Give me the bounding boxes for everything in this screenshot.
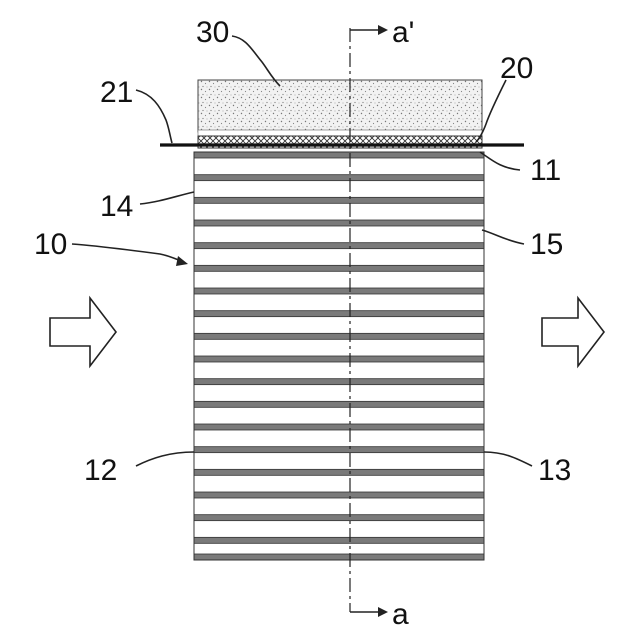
flow-channel [194, 271, 484, 288]
section-label-bottom: a [392, 598, 409, 631]
flow-channel [194, 226, 484, 243]
flow-channel [194, 385, 484, 402]
plate-stack-10 [194, 152, 484, 560]
flow-channel [194, 317, 484, 334]
label-13: 13 [538, 454, 571, 487]
plate [194, 175, 484, 181]
leader-15 [482, 230, 524, 244]
label-15: 15 [530, 228, 563, 261]
flow-channel [194, 407, 484, 424]
flow-channel [194, 203, 484, 220]
plate [194, 356, 484, 362]
plate [194, 447, 484, 453]
section-arrow-top-head [378, 25, 388, 35]
inlet-arrow [50, 298, 116, 366]
plate [194, 288, 484, 294]
plate [194, 515, 484, 521]
label-20: 20 [500, 52, 533, 85]
leader-10 [72, 244, 184, 262]
label-21: 21 [100, 76, 133, 109]
plate [194, 220, 484, 226]
flow-channel [194, 249, 484, 266]
section-label-top: a' [392, 16, 414, 49]
plate [194, 537, 484, 543]
top-block-30 [198, 80, 482, 132]
leader-11 [480, 152, 520, 170]
leader-30 [232, 36, 280, 86]
flow-channel [194, 453, 484, 470]
flow-channel [194, 339, 484, 356]
top-block-base-band [198, 130, 482, 136]
flow-channel [194, 475, 484, 492]
flow-channel [194, 362, 484, 379]
plate [194, 333, 484, 339]
flow-channel [194, 294, 484, 311]
leader-12 [136, 452, 194, 466]
plate [194, 379, 484, 385]
plate [194, 311, 484, 317]
leader-21 [136, 90, 172, 143]
flow-channel [194, 430, 484, 447]
flow-channel [194, 521, 484, 538]
label-11: 11 [530, 154, 561, 187]
label-14: 14 [100, 190, 133, 223]
label-30: 30 [196, 16, 229, 49]
section-arrow-bottom-head [378, 607, 388, 617]
leader-10-head [176, 256, 188, 266]
flow-channel [194, 158, 484, 175]
plate [194, 424, 484, 430]
plate [194, 401, 484, 407]
plate [194, 152, 484, 158]
plate [194, 265, 484, 271]
flow-channel [194, 498, 484, 515]
leader-14 [140, 192, 194, 204]
plate [194, 469, 484, 475]
plate [194, 554, 484, 560]
label-10: 10 [34, 228, 67, 261]
flow-channel [194, 181, 484, 198]
plate [194, 492, 484, 498]
plate [194, 197, 484, 203]
label-12: 12 [84, 454, 117, 487]
outlet-arrow [542, 298, 604, 366]
plate [194, 243, 484, 249]
leader-13 [484, 452, 532, 466]
